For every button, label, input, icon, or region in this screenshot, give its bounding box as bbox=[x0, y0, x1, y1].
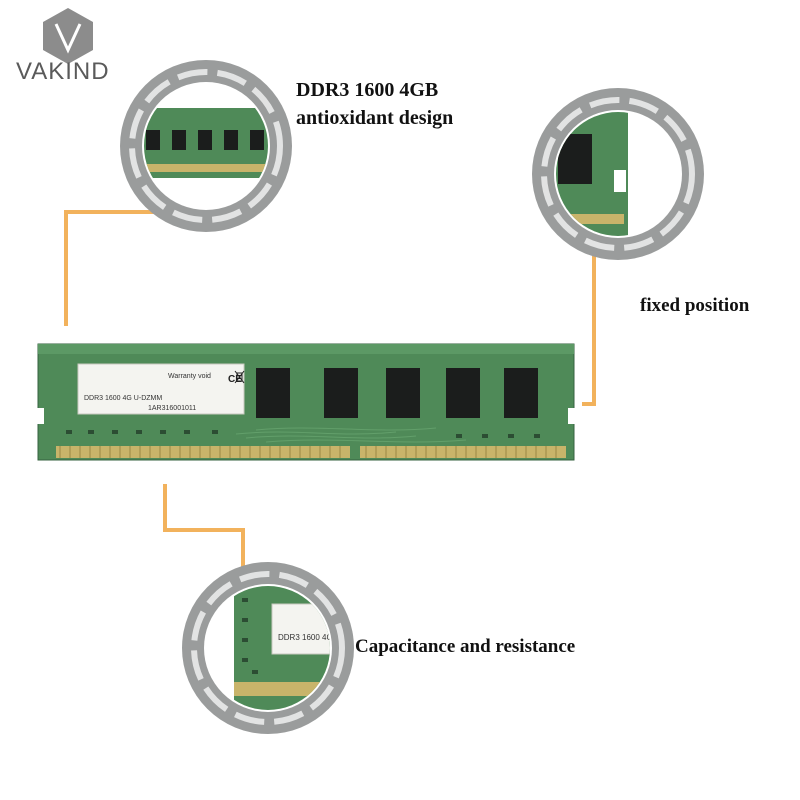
ram-module: Warranty void CE DDR3 1600 4G U-DZMM 1AR… bbox=[36, 343, 576, 461]
module-label-sticker bbox=[77, 363, 245, 415]
connector-bottom bbox=[163, 484, 245, 580]
zoom-ring-chips bbox=[120, 60, 292, 232]
caption-top-line2: antioxidant design bbox=[296, 107, 454, 129]
caption-right: fixed position bbox=[640, 295, 750, 316]
memory-chip bbox=[504, 368, 538, 418]
vakind-logo-icon bbox=[43, 8, 93, 64]
caption-top-line1: DDR3 1600 4GB bbox=[296, 79, 439, 101]
module-serial-text: 1AR316001011 bbox=[148, 405, 196, 412]
caption-bottom: Capacitance and resistance bbox=[355, 636, 576, 657]
weee-bin-icon bbox=[234, 370, 245, 384]
gold-contacts-left bbox=[56, 446, 350, 458]
memory-chip bbox=[386, 368, 420, 418]
caption-top: DDR3 1600 4GB antioxidant design bbox=[296, 76, 453, 132]
memory-chip bbox=[446, 368, 480, 418]
zoom-ring-capacitors: DDR3 1600 4G bbox=[182, 562, 354, 734]
connector-top bbox=[64, 210, 162, 326]
zoom-ring-notch bbox=[532, 88, 704, 260]
connector-right bbox=[582, 240, 596, 406]
ce-mark-icon: CE bbox=[228, 374, 242, 385]
zoom-label-text: DDR3 1600 4G bbox=[278, 633, 333, 642]
memory-chip bbox=[256, 368, 290, 418]
gold-contacts-right bbox=[360, 446, 566, 458]
warranty-text: Warranty void bbox=[168, 373, 211, 380]
memory-chip bbox=[324, 368, 358, 418]
brand-name: VAKIND bbox=[16, 58, 110, 85]
module-part-text: DDR3 1600 4G U-DZMM bbox=[84, 395, 162, 402]
